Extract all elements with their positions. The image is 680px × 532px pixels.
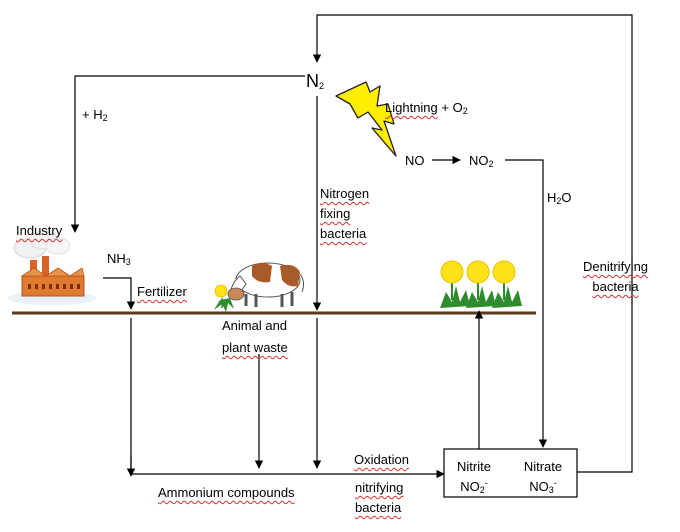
ammonium-label: Ammonium compounds (158, 485, 295, 500)
flower-icon (440, 260, 522, 308)
lightning-o2-label: Lightning + O2 (385, 100, 468, 116)
no2-label: NO2 (469, 153, 494, 169)
plus-h2-label: + H2 (82, 107, 108, 123)
nitrite-label: Nitrite NO2- (457, 459, 491, 495)
arrow-no2-to-nitrate (505, 159, 548, 448)
arrow-nh3-to-fertilizer (103, 277, 136, 310)
nitrogen-fixing-label: Nitrogen fixing bacteria (320, 186, 370, 241)
animal-plant-waste-label: Animal and plant waste (222, 318, 288, 355)
industry-label: Industry (16, 223, 63, 238)
cow-icon (227, 262, 305, 307)
arrow-denitrify-to-n2 (312, 14, 633, 473)
denitrifying-label: Denitrifying bacteria (583, 259, 649, 294)
n2-label: N2 (306, 71, 325, 91)
oxidation-label: Oxidation (354, 452, 409, 467)
lightning-bolt-icon (335, 81, 397, 157)
fertilizer-label: Fertilizer (137, 284, 187, 299)
no-label: NO (405, 153, 425, 168)
nh3-label: NH3 (107, 251, 131, 267)
nitrifying-label: nitrifying bacteria (355, 480, 404, 515)
small-flower-icon (214, 284, 234, 312)
nitrate-label: Nitrate NO3- (523, 459, 563, 495)
h2o-label: H2O (547, 190, 572, 206)
nitrite-nitrate-box (443, 448, 578, 498)
arrow-n2-to-industry (70, 75, 305, 233)
factory-icon (8, 230, 96, 305)
